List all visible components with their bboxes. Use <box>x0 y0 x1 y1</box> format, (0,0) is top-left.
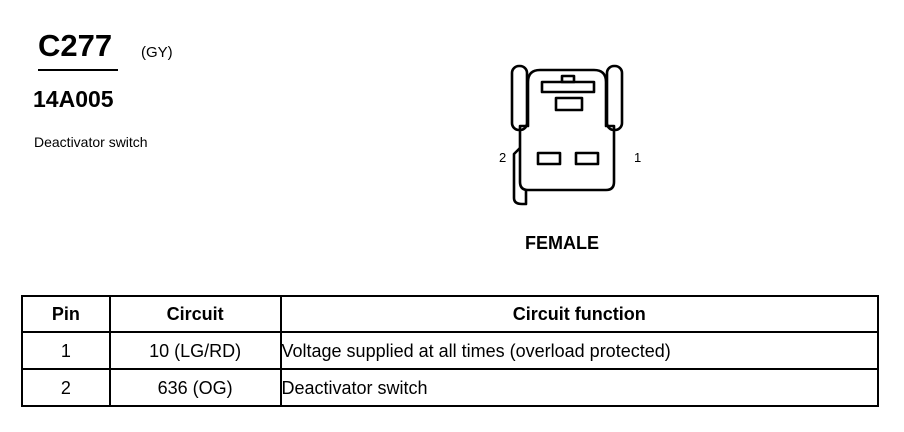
connector-body <box>518 68 616 192</box>
connector-description: Deactivator switch <box>34 134 148 150</box>
pinout-table: Pin Circuit Circuit function 1 10 (LG/RD… <box>21 295 879 407</box>
left-locking-arm <box>510 64 529 132</box>
gender-label: FEMALE <box>525 233 599 253</box>
connector-color-code: (GY) <box>141 44 173 61</box>
pin-label-2: 2 <box>499 150 507 165</box>
cell-circuit: 636 (OG) <box>108 368 282 407</box>
terminal-cavity-1 <box>574 151 600 166</box>
header-circuit-function: Circuit function <box>279 295 879 333</box>
cell-circuit-function: Voltage supplied at all times (overload … <box>279 331 879 370</box>
table-row: 1 10 (LG/RD) Voltage supplied at all tim… <box>21 331 879 370</box>
connector-id-underline <box>38 69 118 71</box>
connector-face-drawing <box>510 64 624 206</box>
cell-circuit-function: Deactivator switch <box>279 368 879 407</box>
part-number: 14A005 <box>33 86 114 112</box>
pin-label-1: 1 <box>634 150 642 165</box>
cell-circuit: 10 (LG/RD) <box>108 331 282 370</box>
header-pin: Pin <box>21 295 111 333</box>
inner-window <box>554 96 584 112</box>
latch-ramp <box>540 80 596 94</box>
connector-id: C277 <box>38 28 113 63</box>
terminal-cavity-2 <box>536 151 562 166</box>
table-row: 2 636 (OG) Deactivator switch <box>21 368 879 407</box>
header-circuit: Circuit <box>108 295 282 333</box>
cell-pin: 2 <box>21 368 111 407</box>
right-locking-arm <box>605 64 624 132</box>
keying-tab <box>512 147 528 206</box>
cell-pin: 1 <box>21 331 111 370</box>
table-header-row: Pin Circuit Circuit function <box>21 295 879 333</box>
